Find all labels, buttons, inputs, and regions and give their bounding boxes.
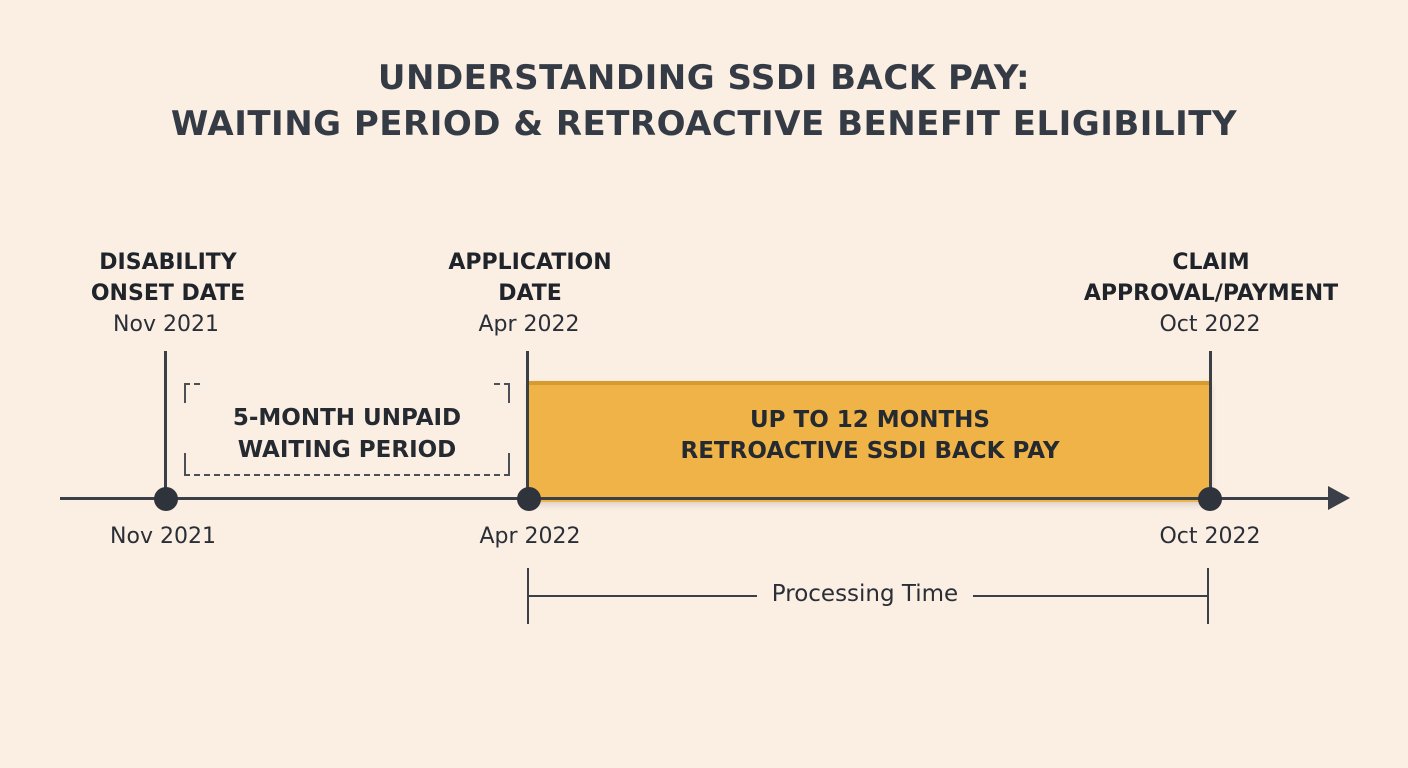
milestone-onset-marker-line: [164, 351, 167, 491]
waiting-period-label: 5-MONTH UNPAID WAITING PERIOD: [184, 402, 510, 466]
milestone-approval-title: CLAIM APPROVAL/PAYMENT: [1084, 247, 1338, 309]
page-title-line-2: WAITING PERIOD & RETROACTIVE BENEFIT ELI…: [170, 104, 1238, 144]
milestone-onset-dot: [154, 487, 178, 511]
axis-date-application: Apr 2022: [479, 524, 581, 549]
milestone-application-marker-line: [526, 351, 529, 491]
waiting-period-bracket-gap-right: [505, 403, 515, 453]
milestone-approval-title-line-2: APPROVAL/PAYMENT: [1083, 281, 1339, 306]
waiting-period-label-line-2: WAITING PERIOD: [237, 437, 457, 463]
milestone-application-title-line-1: APPLICATION: [448, 250, 612, 275]
back-pay-label: UP TO 12 MONTHS RETROACTIVE SSDI BACK PA…: [529, 405, 1211, 467]
page-title-line-1: UNDERSTANDING SSDI BACK PAY:: [377, 58, 1031, 98]
processing-time-label: Processing Time: [771, 581, 959, 607]
milestone-onset-title: DISABILITY ONSET DATE: [91, 247, 245, 309]
milestone-onset-title-line-2: ONSET DATE: [90, 281, 246, 306]
milestone-onset-date: Nov 2021: [113, 312, 219, 337]
waiting-period-bracket-gap-left: [180, 403, 190, 453]
milestone-approval-marker-line: [1209, 351, 1212, 491]
milestone-approval-date: Oct 2022: [1159, 312, 1261, 337]
axis-date-approval: Oct 2022: [1159, 524, 1261, 549]
back-pay-bar: [529, 381, 1211, 502]
milestone-application-dot: [517, 487, 541, 511]
milestone-application-title: APPLICATION DATE: [448, 247, 611, 309]
milestone-onset-title-line-1: DISABILITY: [99, 250, 237, 275]
timeline-axis: [60, 497, 1335, 500]
processing-line-left: [528, 595, 757, 597]
timeline-arrow-icon: [1328, 486, 1350, 510]
processing-line-right: [973, 595, 1208, 597]
processing-end-tick: [1207, 568, 1209, 624]
milestone-approval-dot: [1198, 487, 1222, 511]
waiting-period-label-line-1: 5-MONTH UNPAID: [232, 405, 462, 431]
axis-date-onset: Nov 2021: [110, 524, 216, 549]
milestone-application-date: Apr 2022: [478, 312, 580, 337]
milestone-approval-title-line-1: CLAIM: [1172, 250, 1250, 275]
back-pay-label-line-1: UP TO 12 MONTHS: [750, 407, 990, 433]
milestone-application-title-line-2: DATE: [498, 281, 562, 306]
waiting-period-bracket-gap: [204, 380, 490, 388]
back-pay-label-line-2: RETROACTIVE SSDI BACK PAY: [680, 438, 1060, 464]
